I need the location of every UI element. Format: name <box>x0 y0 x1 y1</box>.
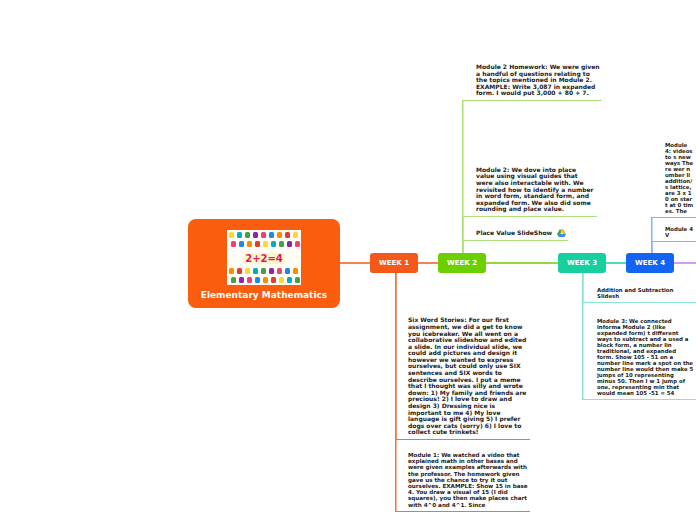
number-tile <box>287 241 292 247</box>
number-tile <box>295 241 300 247</box>
number-tile <box>279 277 284 283</box>
link-topic: Module 4 V <box>651 226 696 242</box>
note-topic: Module 2: We dove into place value using… <box>462 167 597 217</box>
number-tile <box>253 232 258 238</box>
number-tile <box>253 268 258 274</box>
drive-icon-part <box>559 234 567 237</box>
topic-text: Addition and Subtraction Slidesh <box>597 287 694 299</box>
topic-text: Module 4: videos to s new ways There wer… <box>665 142 694 214</box>
number-tile <box>231 277 236 283</box>
branch-connector <box>340 262 370 264</box>
number-tile <box>229 232 234 238</box>
note-topic: Module 1: We watched a video that explai… <box>395 452 530 512</box>
number-tile <box>295 277 300 283</box>
week-box: WEEK 3 <box>558 253 606 273</box>
link-topic: Addition and Subtraction Slidesh <box>582 287 696 303</box>
number-tile <box>285 232 290 238</box>
number-tile <box>263 241 268 247</box>
number-tile <box>293 232 298 238</box>
link-topic: Place Value SlideShow <box>462 230 568 241</box>
branch-connector <box>486 262 558 264</box>
topic-text: Module 1: We watched a video that explai… <box>408 452 528 508</box>
week-box: WEEK 2 <box>438 253 486 273</box>
week-box: WEEK 4 <box>626 253 674 273</box>
branch-connector <box>606 262 626 264</box>
number-tile <box>271 241 276 247</box>
week-label: WEEK 3 <box>567 259 597 267</box>
number-tile <box>271 277 276 283</box>
number-tile <box>287 277 292 283</box>
topic-text: Module 4 V <box>665 226 694 238</box>
number-tile <box>237 232 242 238</box>
number-tile <box>247 241 252 247</box>
number-tile <box>277 232 282 238</box>
central-title: Elementary Mathematics <box>197 290 331 301</box>
branch-line <box>674 262 696 264</box>
topic-text: Six Word Stories: For our first assignme… <box>408 317 528 436</box>
note-topic: Module 4: videos to s new ways There wer… <box>651 142 696 218</box>
number-tile <box>261 232 266 238</box>
number-tile <box>247 277 252 283</box>
note-topic: Module 3: We connected informa Module 2 … <box>582 318 696 400</box>
picture-caption: 2+2=4 <box>243 253 285 264</box>
number-tile <box>263 277 268 283</box>
topic-text: Module 3: We connected informa Module 2 … <box>597 318 694 396</box>
number-tile <box>293 268 298 274</box>
number-tile <box>239 277 244 283</box>
topic-text: Place Value SlideShow <box>476 230 554 237</box>
number-tile <box>261 268 266 274</box>
branch-connector <box>651 241 653 253</box>
note-topic: Module 2 Homework: We were given a handf… <box>462 64 602 101</box>
number-tile <box>255 277 260 283</box>
branch-connector <box>395 273 397 511</box>
central-topic: Elementary Mathematics <box>188 219 340 308</box>
number-tile <box>229 268 234 274</box>
branch-connector <box>651 217 653 253</box>
week-label: WEEK 1 <box>379 259 409 267</box>
note-topic: Six Word Stories: For our first assignme… <box>395 317 530 440</box>
number-tile <box>239 241 244 247</box>
week-label: WEEK 2 <box>447 259 477 267</box>
number-tile <box>269 232 274 238</box>
topic-text: Module 2 Homework: We were given a handf… <box>476 64 600 97</box>
number-tile <box>237 268 242 274</box>
branch-connector <box>462 216 464 253</box>
number-tile <box>231 241 236 247</box>
number-tile <box>279 241 284 247</box>
week-box: WEEK 1 <box>370 253 418 273</box>
number-tile <box>269 268 274 274</box>
number-tile <box>245 268 250 274</box>
drive-icon <box>557 229 566 237</box>
picture-ground <box>227 230 301 285</box>
branch-connector <box>582 273 584 399</box>
number-tile <box>245 232 250 238</box>
branch-connector <box>462 240 464 253</box>
week-label: WEEK 4 <box>635 259 665 267</box>
number-tile <box>285 268 290 274</box>
branch-connector <box>418 262 438 264</box>
topic-text: Module 2: We dove into place value using… <box>476 167 595 213</box>
number-tile <box>255 241 260 247</box>
number-tile <box>277 268 282 274</box>
